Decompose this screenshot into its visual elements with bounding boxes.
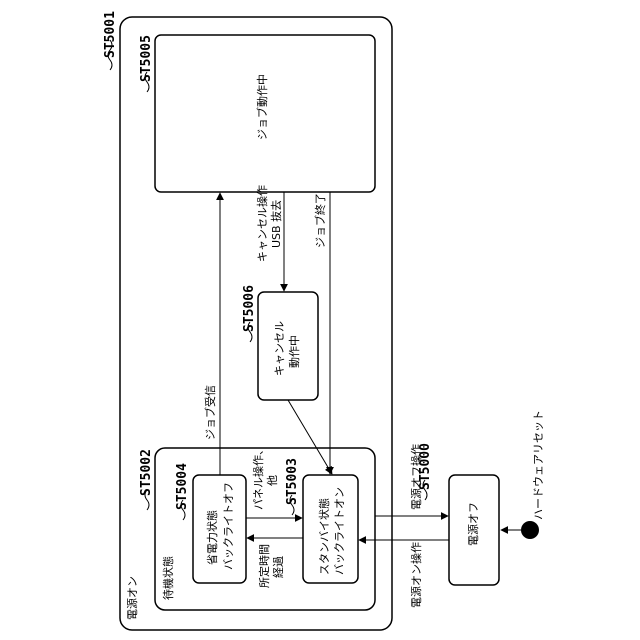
timeout-label-1: 所定時間: [257, 544, 271, 588]
id-st5005: ST5005: [139, 35, 154, 82]
id-st5004: ST5004: [175, 463, 190, 510]
cancel-label-2: USB 抜去: [269, 200, 283, 248]
power-save-label-2: バックライトオフ: [222, 482, 235, 570]
job-received-label: ジョブ受信: [203, 385, 217, 440]
standby-label-1: スタンバイ状態: [317, 498, 331, 575]
cancel-label-1: キャンセル操作: [255, 185, 269, 262]
job-running-label: ジョブ動作中: [255, 74, 269, 140]
power-save-state: [193, 475, 246, 583]
id-st5003: ST5003: [285, 458, 300, 505]
canceling-label-2: 動作中: [287, 335, 301, 368]
panel-label-2: 他: [266, 475, 279, 486]
standby-group-label: 待機状態: [161, 556, 175, 600]
power-off-op-label: 電源オフ操作: [409, 444, 423, 510]
power-save-label-1: 省電力状態: [205, 510, 219, 565]
standby-label-2: バックライトオン: [333, 487, 346, 575]
id-st5006: ST5006: [242, 285, 257, 332]
power-on-op-label: 電源オン操作: [409, 542, 423, 608]
power-on-label: 電源オン: [125, 576, 139, 620]
canceling-label-1: キャンセル: [273, 321, 286, 376]
initial-node: [521, 521, 539, 539]
job-end-label: ジョブ終了: [313, 193, 327, 248]
power-off-label: 電源オフ: [466, 502, 480, 546]
timeout-label-2: 経過: [272, 556, 285, 578]
id-st5002: ST5002: [139, 449, 154, 496]
id-st5001: ST5001: [103, 11, 118, 58]
panel-label-1: パネル操作、: [251, 444, 265, 510]
hw-reset-label: ハードウェアリセット: [532, 410, 545, 520]
